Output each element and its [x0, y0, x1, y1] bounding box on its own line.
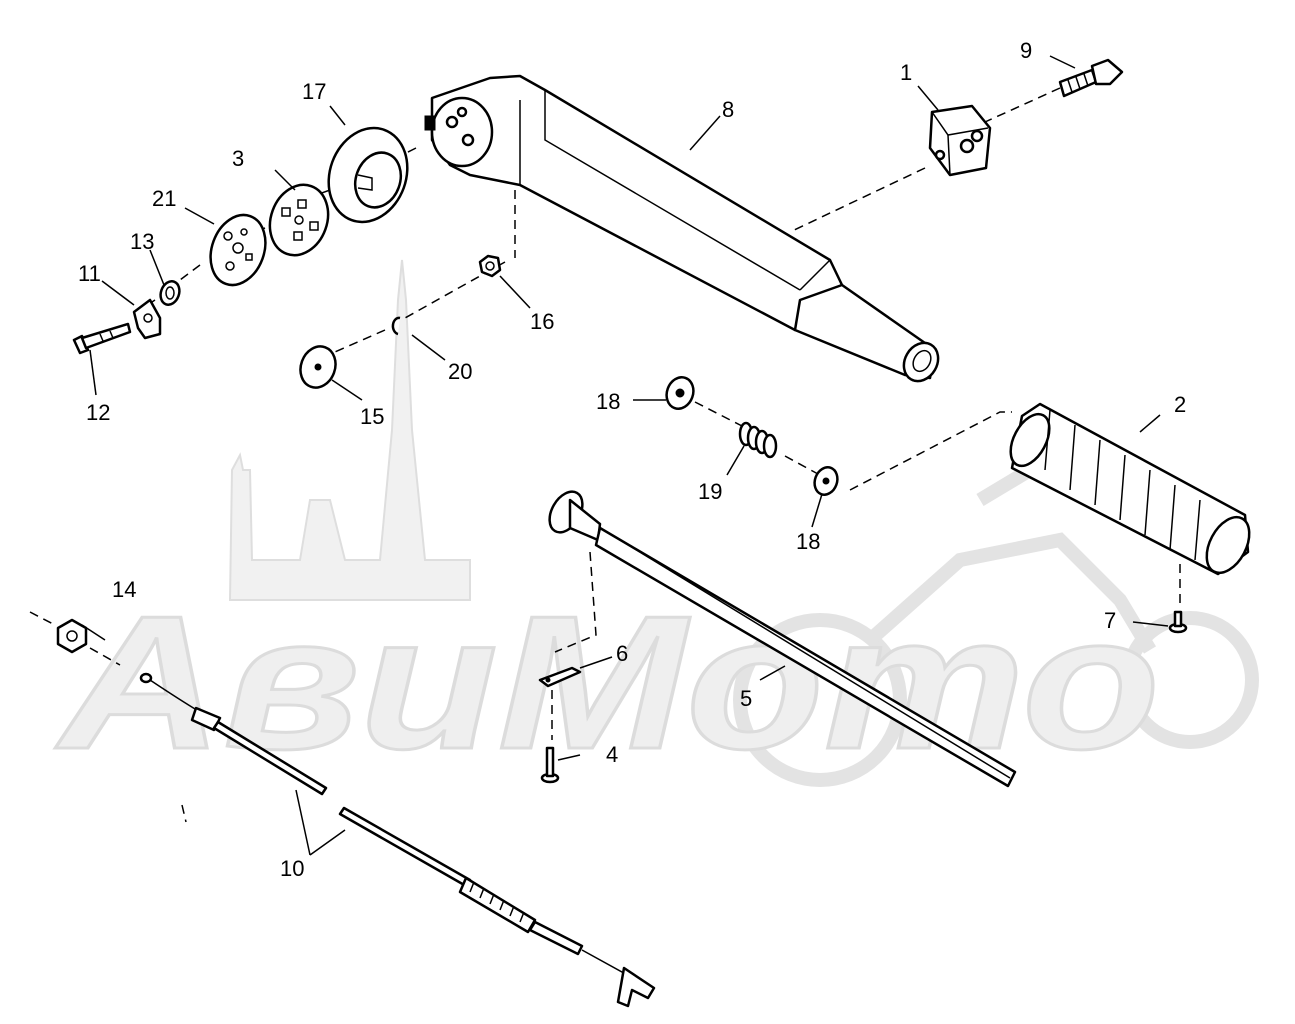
- callout-21: 21: [152, 186, 176, 211]
- lock-washer-13: [159, 280, 181, 306]
- callout-20: 20: [448, 359, 472, 384]
- spring-19: [738, 421, 778, 459]
- callout-14: 14: [112, 577, 136, 602]
- bracket-11: [132, 298, 162, 340]
- callout-8: 8: [722, 97, 734, 122]
- tiller-arm: [424, 74, 940, 383]
- screw-9: [1058, 58, 1124, 98]
- clip-6: [538, 666, 582, 688]
- callout-9: 9: [1020, 38, 1032, 63]
- bolt-12: [72, 322, 132, 355]
- callout-17: 17: [302, 79, 326, 104]
- callout-3: 3: [232, 146, 244, 171]
- shaft-5: [548, 490, 1017, 788]
- callout-1: 1: [900, 60, 912, 85]
- clip-20: [391, 316, 401, 336]
- callout-12: 12: [86, 400, 110, 425]
- tiller-block: [928, 104, 992, 177]
- callout-5: 5: [740, 686, 752, 711]
- disk-21: [209, 213, 267, 287]
- callout-7: 7: [1104, 608, 1116, 633]
- friction-ring: [327, 126, 409, 224]
- callout-2: 2: [1174, 392, 1186, 417]
- washer-18-upper: [665, 376, 695, 410]
- washer-15: [299, 345, 337, 389]
- leader-lines: [81, 55, 1169, 856]
- callout-11: 11: [78, 261, 101, 286]
- callout-13: 13: [130, 229, 154, 254]
- nut-16: [478, 254, 502, 278]
- callout-18-upper: 18: [596, 389, 620, 414]
- throttle-grip: [1009, 402, 1251, 576]
- nut-14: [56, 618, 88, 654]
- callout-15: 15: [360, 404, 384, 429]
- screw-7: [1168, 610, 1188, 634]
- callout-4: 4: [606, 742, 618, 767]
- watermark: АвиМото: [54, 259, 1259, 791]
- screw-4: [540, 746, 560, 784]
- callout-10: 10: [280, 856, 304, 881]
- callout-19: 19: [698, 479, 722, 504]
- callout-18-lower: 18: [796, 529, 820, 554]
- callout-16: 16: [530, 309, 554, 334]
- callout-labels: 1 2 3 4 5 6 7 8 9 10 11 12 13 14 15 16 1…: [78, 38, 1186, 881]
- watermark-text: АвиМото: [55, 577, 1160, 789]
- cable-assembly: [139, 672, 656, 1008]
- callout-6: 6: [616, 641, 628, 666]
- washer-18-lower: [813, 466, 839, 496]
- plate-3: [268, 183, 330, 257]
- watermark-spire: [228, 259, 471, 601]
